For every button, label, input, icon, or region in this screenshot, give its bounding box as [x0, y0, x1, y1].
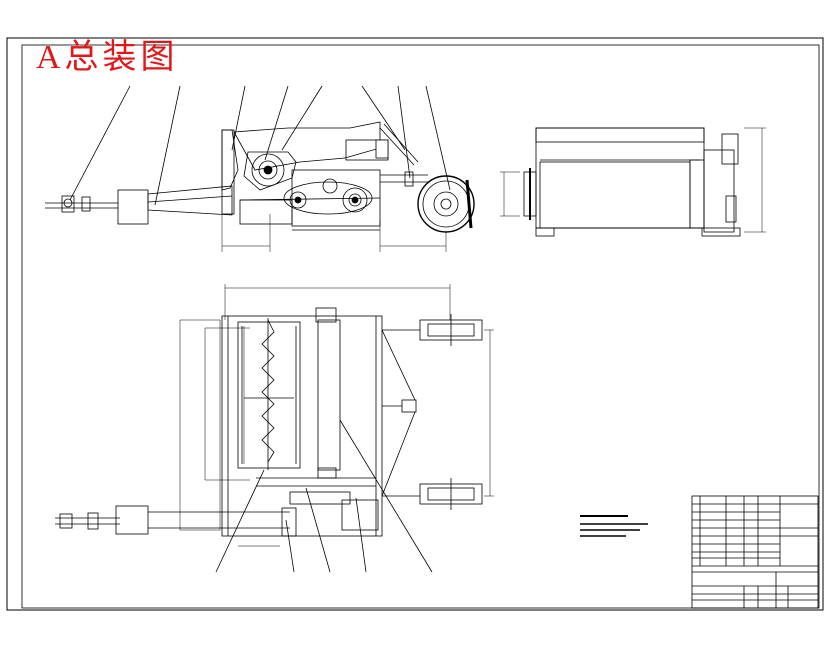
end-view [500, 127, 766, 237]
drawing-title: A总装图 [36, 39, 179, 76]
title-block [691, 495, 819, 609]
side-view [45, 85, 475, 252]
drawing-frame [6, 37, 824, 611]
plan-view [55, 284, 648, 573]
